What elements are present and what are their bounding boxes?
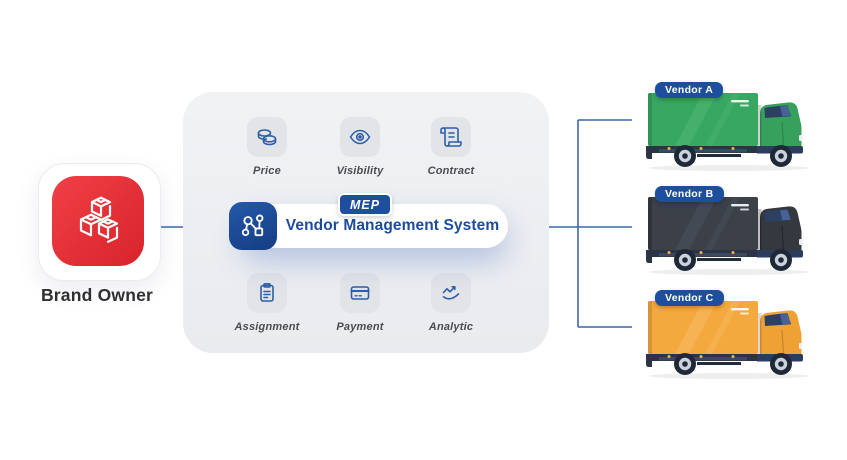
price-tile: [247, 117, 287, 157]
stacked-boxes-glyph: [79, 196, 119, 243]
feature-visibility: Visibility: [315, 117, 405, 177]
credit-card-icon: [350, 286, 370, 300]
feature-payment: Payment: [315, 273, 405, 333]
feature-assignment: Assignment: [222, 273, 312, 333]
feature-label: Price: [253, 165, 281, 177]
workflow-nodes-glyph: [241, 214, 264, 237]
workflow-nodes-icon: [229, 202, 277, 250]
feature-label: Assignment: [234, 321, 300, 333]
visibility-tile: [340, 117, 380, 157]
vms-title: Vendor Management System: [285, 217, 500, 234]
truck-illustration: [646, 301, 809, 379]
truck-illustration: [646, 93, 809, 171]
truck-illustration: [646, 197, 809, 275]
payment-tile: [340, 273, 380, 313]
vendor-c-badge: Vendor C: [655, 290, 724, 306]
vendor-a-truck: Vendor A: [645, 82, 815, 172]
vendor-a-badge: Vendor A: [655, 82, 724, 98]
feature-label: Contract: [427, 165, 475, 177]
vendor-b-truck: Vendor B: [645, 186, 815, 276]
vendor-c-truck: Vendor C: [645, 290, 815, 380]
eye-icon: [349, 129, 371, 145]
feature-label: Analytic: [428, 321, 474, 333]
line-chart-icon: [442, 286, 460, 300]
clipboard-icon: [260, 282, 274, 302]
feature-label: Payment: [336, 321, 384, 333]
contract-tile: [431, 117, 471, 157]
feature-analytic: Analytic: [406, 273, 496, 333]
assignment-tile: [247, 273, 287, 313]
feature-label: Visibility: [336, 165, 384, 177]
feature-contract: Contract: [406, 117, 496, 177]
vendor-b-badge: Vendor B: [655, 186, 724, 202]
scroll-icon: [440, 127, 462, 147]
coins-icon: [257, 129, 277, 146]
feature-price: Price: [222, 117, 312, 177]
mep-logo: MEP: [338, 193, 392, 216]
stacked-boxes-icon: [52, 176, 144, 266]
analytic-tile: [431, 273, 471, 313]
brand-owner-label: Brand Owner: [40, 285, 154, 305]
